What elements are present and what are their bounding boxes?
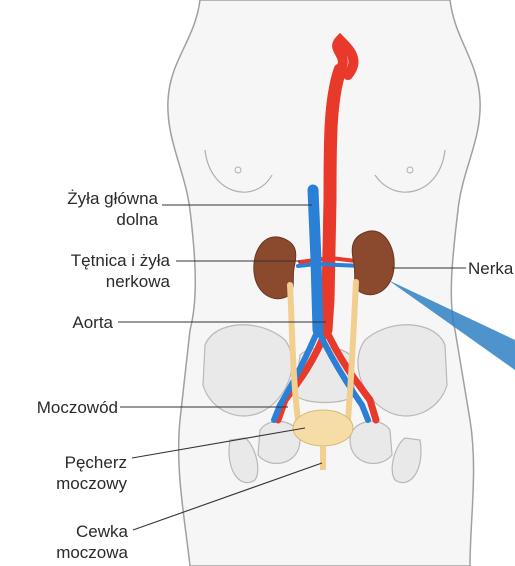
label-urethra: Cewka moczowa (0, 521, 128, 563)
label-kidney: Nerka (468, 258, 515, 279)
label-vena-cava: Żyła główna dolna (0, 188, 158, 230)
label-aorta: Aorta (0, 312, 113, 333)
label-bladder: Pęcherz moczowy (0, 452, 127, 494)
label-renal-vessels: Tętnica i żyła nerkowa (0, 250, 170, 292)
label-ureter: Moczowód (0, 397, 118, 418)
